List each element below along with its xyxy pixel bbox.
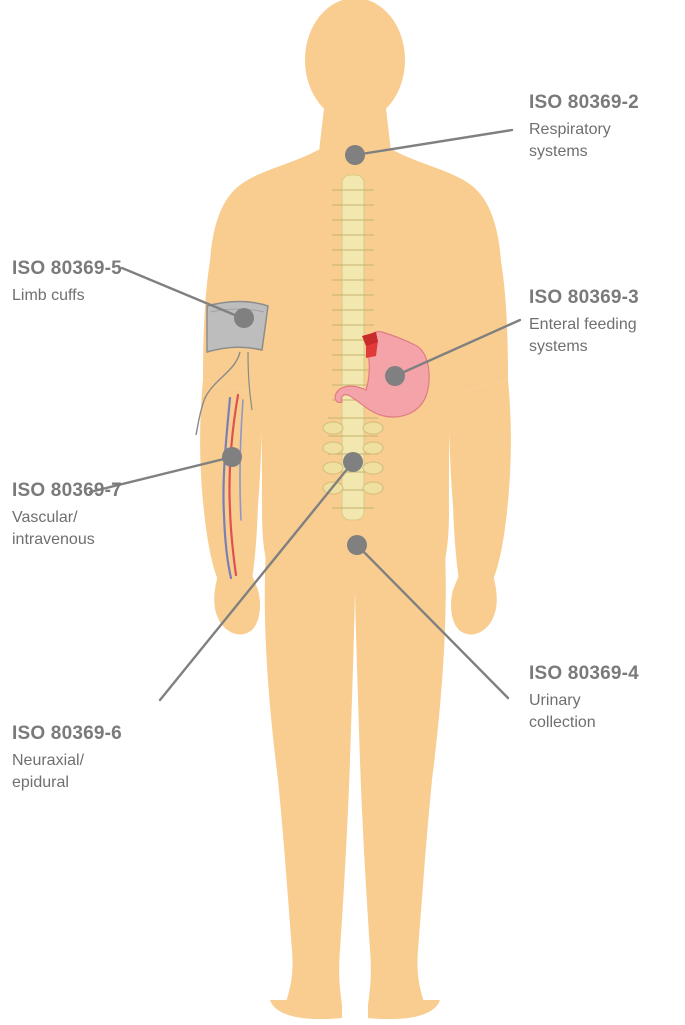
callout-code: ISO 80369-5: [12, 257, 182, 281]
marker-vascular: [222, 447, 242, 467]
callout-label: Vascular/ intravenous: [12, 507, 182, 551]
callout-respiratory: ISO 80369-2 Respiratory systems: [529, 91, 685, 163]
callout-code: ISO 80369-7: [12, 479, 182, 503]
callout-code: ISO 80369-6: [12, 722, 182, 746]
callout-urinary: ISO 80369-4 Urinary collection: [529, 662, 685, 734]
marker-enteral: [385, 366, 405, 386]
marker-neuraxial: [343, 452, 363, 472]
callout-code: ISO 80369-2: [529, 91, 685, 115]
callout-label: Respiratory systems: [529, 119, 685, 163]
callout-label: Limb cuffs: [12, 285, 182, 307]
callout-vascular: ISO 80369-7 Vascular/ intravenous: [12, 479, 182, 551]
callout-label: Enteral feeding systems: [529, 314, 685, 358]
callout-label: Neuraxial/ epidural: [12, 750, 182, 794]
marker-limb: [234, 308, 254, 328]
callout-code: ISO 80369-3: [529, 286, 685, 310]
callout-enteral: ISO 80369-3 Enteral feeding systems: [529, 286, 685, 358]
callout-neuraxial: ISO 80369-6 Neuraxial/ epidural: [12, 722, 182, 794]
callout-label: Urinary collection: [529, 690, 685, 734]
marker-urinary: [347, 535, 367, 555]
callout-code: ISO 80369-4: [529, 662, 685, 686]
marker-respiratory: [345, 145, 365, 165]
callout-limb: ISO 80369-5 Limb cuffs: [12, 257, 182, 307]
